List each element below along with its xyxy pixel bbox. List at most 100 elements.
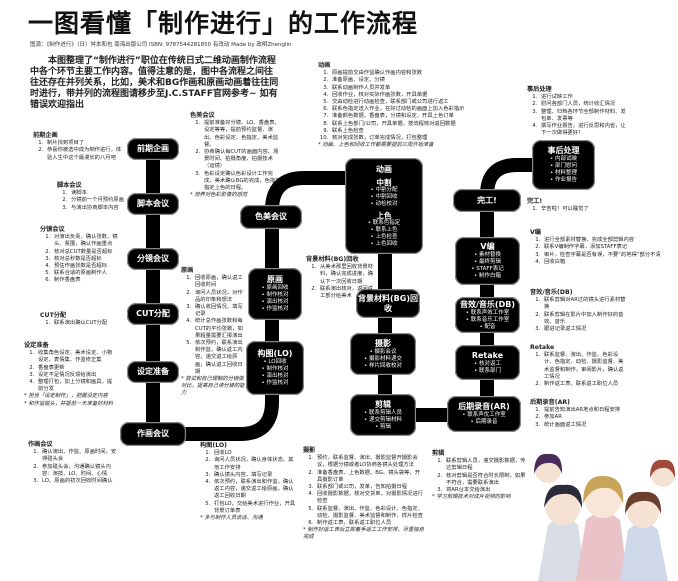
list-item: 打包LO，交给美术进行作业，开具背景订单表 — [212, 501, 298, 515]
list-item: 设定不足情况反馈给演出 — [36, 372, 116, 379]
list-item: 确认镜头内容，填写记录 — [212, 472, 298, 479]
list-item: 整理、归档各环节全部制作材料、发包单、发票等 — [539, 109, 629, 123]
anime-characters-illustration — [534, 453, 676, 581]
section-heading: 事后处理 — [527, 86, 552, 93]
node-title: 背景材料(BG)回收 — [358, 293, 418, 313]
list-item: 恭喜你被选中成为制作进行，体验人生中这个最漫长的八月吧 — [45, 147, 123, 161]
section-heading: 色美会议 — [190, 112, 215, 119]
list-item: 统计总作画张数和每CUT的平均张数，如果超量需要汇报演出 — [193, 318, 247, 340]
page-title: 一图看懂「制作进行」的工作流程 — [28, 9, 419, 38]
section-donghua: 动画原画提前交由作监确认作画内容和张数准备原画、设定、分镜联系动画制作人员并发单… — [318, 62, 478, 149]
list-item: 联系动画制作人员并发单 — [330, 85, 478, 92]
list-item: 询问人员状况，对作品的印象和想法 — [193, 290, 247, 304]
list-item: 联系演出确认CUT分配 — [52, 320, 122, 327]
node-bullet: 联系剪辑人员 — [364, 410, 402, 417]
node-title: 完工! — [477, 195, 497, 205]
list-item: 确认收回情况，填写记录 — [193, 304, 247, 318]
section-houqi: 后期录音(AR)提前告知演出AR地点和日程安排参加AR统计画面返工情况 — [530, 399, 630, 429]
list-item: 提前告知演出AR地点和日程安排 — [542, 407, 630, 414]
section-list: 进行全部素材替换，完成全部剪辑内容联系V编制作字幕，添加STAFF表记审片，检查… — [530, 237, 678, 266]
list-item: 对演出负责，确认张数、镜头、氛围，确认作画重点 — [52, 234, 122, 248]
list-item: 联系剪辑对AR过的镜头进行素材替换 — [542, 297, 626, 311]
node-title: 原画 — [267, 275, 283, 284]
flow-line-left — [146, 149, 360, 441]
list-item: 回收原画，确认返工回收时间 — [193, 275, 247, 289]
list-item: 跟进记录返工情况 — [542, 326, 626, 333]
node-title: Retake — [471, 350, 504, 360]
node-donghua: 动画中割中割分配中割回收动检校对上色联系色指定联系上色上色检查上色回收 — [345, 158, 423, 254]
list-item: 协商确认每CUT的画面内容、场景时间、拍摄角度、拍摄技术（运镜） — [202, 149, 282, 171]
section-heading: 完工! — [527, 198, 543, 205]
list-item: 制作香盘表 — [52, 277, 122, 284]
section-goutu: 构图(LO)回收LO询问人员状况，确认身体状态、其他工作安排确认镜头内容，填写记… — [200, 442, 298, 522]
section-note: * 制作好返工表后立即着手返工工作安排，尽量独自完成 — [303, 527, 424, 541]
section-yinxiao: 音效/音乐(DB)联系剪辑对AR过的镜头进行素材替换联系剪辑在影片中加入制作好的… — [530, 289, 626, 333]
node-title: 前期企画 — [137, 144, 169, 153]
node-title: 构图(LO) — [257, 349, 293, 358]
node-bullet: 联系色指定 — [368, 220, 401, 227]
section-list: 提前准备好分镜、LO、香盘表、设定等等，提前预约监督、演出、色彩设定、色指定、美… — [190, 120, 282, 192]
list-item: 将AR台本交给演出 — [444, 487, 530, 494]
list-item: 参加AR — [542, 414, 630, 421]
list-item: 辛苦啦！可以睡觉了 — [539, 206, 627, 213]
node-bullet: 作监核对 — [261, 306, 288, 313]
list-item: 准备颜色数据，香盘表，分镜和设定，开具上色订单 — [330, 113, 478, 120]
section-vbian: V编进行全部素材替换，完成全部剪辑内容联系V编制作字幕，添加STAFF表记审片，… — [530, 229, 678, 266]
node-goutu: 构图(LO)LO回收制作核对演出核对作监核对 — [246, 341, 304, 395]
list-item: 联系部门或公司，发单，告知拍摄日程 — [315, 484, 425, 491]
node-bullet: 制作核对 — [261, 292, 288, 299]
section-heading: 背景材料(BG)回收 — [306, 256, 359, 263]
section-heading: 作画会议 — [28, 441, 53, 448]
node-sheying: 摄影摄影会议摄影材料递交样片回收校对 — [350, 333, 416, 375]
list-item: 从美术那里回收背景材料，确认完成进度，确认下一次回收日期 — [318, 264, 378, 286]
node-fenjing: 分镜会议 — [127, 248, 179, 270]
section-heading: 原画 — [181, 267, 194, 274]
node-bullet: 剪辑 — [375, 424, 391, 431]
list-item: 回收作业，核对实际作画张数，开具单据 — [330, 92, 478, 99]
section-yuanhua: 原画回收原画，确认返工回收时间询问人员状况，对作品的印象和想法确认收回情况，填写… — [181, 267, 247, 398]
list-item: 准备原画、设定、分镜 — [330, 77, 478, 84]
node-bullet: 样片回收校对 — [364, 363, 402, 370]
section-sheding: 设定准备收集角色设定、美术设定、小物设定、表情集、作监修正集香盘表更新设定不足情… — [24, 342, 116, 408]
list-item: 制作返工表，联系返工职位人员 — [315, 520, 425, 527]
section-list: 制片找到项目了恭喜你被选中成为制作进行，体验人生中这个最漫长的八月吧 — [33, 140, 123, 162]
list-item: 与演出协商脚本内容 — [69, 205, 127, 212]
section-heading: 剪辑 — [432, 450, 445, 457]
list-item: 联系剪辑在影片中加入制作好的音效、音乐 — [542, 312, 626, 326]
section-list: 辛苦啦！可以睡觉了 — [527, 206, 627, 213]
section-note: * 学习剪辑技术对成片视频的影响 — [432, 494, 511, 501]
section-jianji: 剪辑联系剪辑人员，递交摄影数据，传达剪辑日程核对剪辑是否符合时长限制，如果不符合… — [432, 450, 530, 501]
section-fenjing: 分镜会议对演出负责，确认张数、镜头、氛围，确认作画重点核对总CUT数量是否超标核… — [40, 226, 122, 285]
section-note: * 动画、上色和回收工作都需要提前三周开始准备 — [318, 142, 434, 149]
node-bullet: 内部试映 — [550, 156, 577, 163]
list-item: 撰写作业报告，进行反思和内省，让下一次做得更好！ — [539, 123, 629, 137]
node-bullet: 部门慰问 — [550, 163, 577, 170]
section-heading: 后期录音(AR) — [530, 399, 570, 406]
node-jiaoben: 脚本会议 — [127, 193, 179, 215]
note-text: 尝试和自己理解的分镜做对比，提高自己读分镜的能力 — [181, 376, 245, 397]
section-heading: 脚本会议 — [57, 182, 82, 189]
list-item: 联系监督、演出、作监、色彩设计、色指定、动检、摄影监督、美术监督和制作，审阅影片… — [542, 352, 626, 381]
node-wangong: 完工! — [453, 189, 521, 212]
node-bullet: 联系上色 — [370, 227, 397, 234]
node-title: CUT分配 — [136, 309, 170, 318]
node-houqi: 后期录音(AR)联系声优工作室后期录音 — [447, 396, 521, 432]
list-item: 统计画面返工情况 — [542, 422, 630, 429]
section-note: * 尝试和自己理解的分镜做对比，提高自己读分镜的能力 — [181, 376, 245, 397]
node-sheding: 设定准备 — [127, 361, 179, 383]
section-retake: Retake联系监督、演出、作监、色彩设计、色指定、动检、摄影监督、美术监督和制… — [530, 344, 626, 388]
node-bullet: 摄影会议 — [369, 349, 396, 356]
list-item: 准备香盘表、上色数据、BG、镜头袋等，开具摄影订单 — [315, 470, 425, 484]
node-bullet: 作监核对 — [261, 380, 288, 387]
intro-paragraph: 本图整理了“制作进行”职位在传统日式二维动画制作流程中各个环节主要工作内容。值得… — [30, 56, 279, 110]
node-subtitle: 上色 — [376, 210, 392, 220]
node-semei: 色美会议 — [240, 205, 302, 229]
list-item: 分镜前一个月预约原画 — [69, 197, 127, 204]
section-heading: 音效/音乐(DB) — [530, 289, 573, 296]
node-title: 事后处理 — [547, 146, 580, 155]
section-list: 从美术那里回收背景材料，确认完成进度，确认下一次回收日期联系演出核对，返回返工部… — [306, 264, 378, 300]
section-heading: 分镜会议 — [40, 226, 65, 233]
list-item: 核对总秒数是否超标 — [52, 256, 122, 263]
list-item: 联系合适的原画制作人 — [52, 270, 122, 277]
section-list: 读脚本分镜前一个月预约原画与演出协商脚本内容 — [57, 190, 127, 212]
